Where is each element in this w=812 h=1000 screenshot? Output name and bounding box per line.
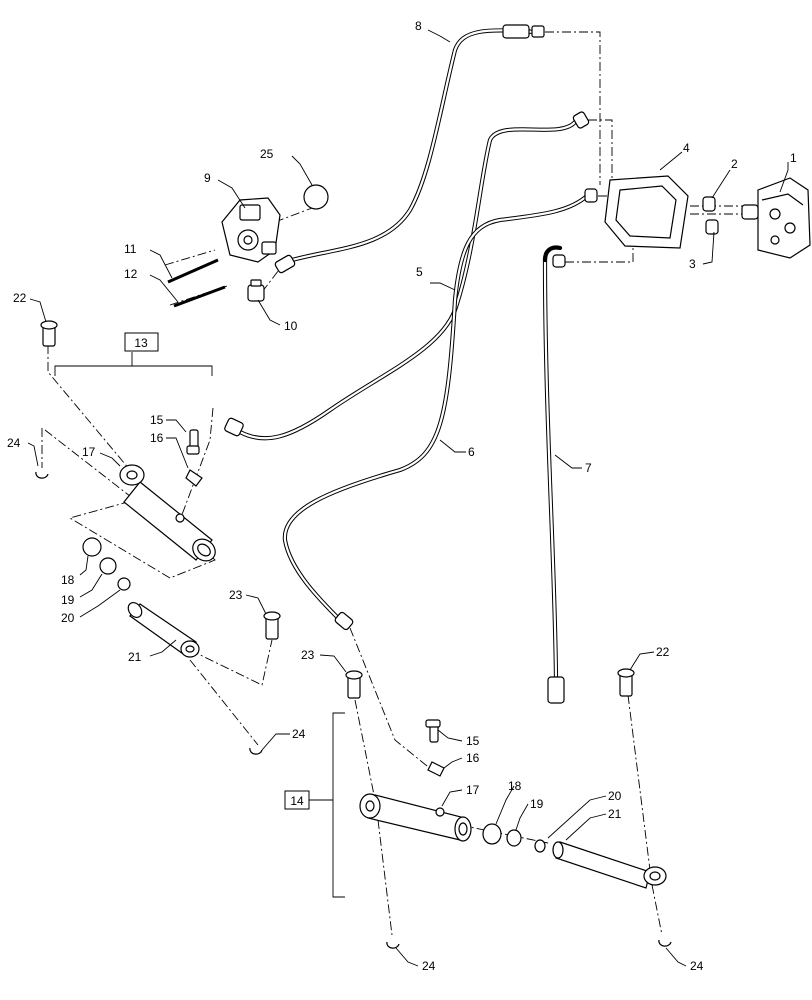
fitting-2 — [702, 196, 716, 212]
label-5: 5 — [416, 265, 423, 279]
label-18a: 18 — [61, 573, 75, 587]
label-3: 3 — [689, 257, 696, 271]
box-14: 14 — [290, 794, 304, 808]
pin-23a — [263, 611, 281, 640]
pin-22a — [40, 320, 58, 347]
label-15b: 15 — [466, 734, 480, 748]
clip-24c — [386, 941, 400, 949]
label-23a: 23 — [229, 588, 243, 602]
label-10: 10 — [284, 319, 298, 333]
washer-16a — [185, 469, 203, 487]
ring-18b — [482, 823, 502, 845]
box-13: 13 — [134, 336, 148, 350]
pump-9 — [221, 197, 281, 263]
bolt-11 — [167, 258, 219, 284]
label-24d: 24 — [690, 959, 704, 973]
label-19a: 19 — [61, 593, 75, 607]
cylinder-barrel-bottom — [359, 793, 472, 842]
label-17b: 17 — [466, 783, 480, 797]
label-20b: 20 — [608, 789, 622, 803]
pin-22b — [617, 668, 635, 697]
group-bracket-14: 14 — [284, 712, 345, 898]
fitting-3 — [705, 219, 719, 235]
ring-19a — [99, 557, 117, 575]
bleed-screw-15a — [186, 429, 200, 455]
callout-labels: 1 2 3 4 5 6 7 8 9 10 11 12 15 16 17 18 1… — [7, 19, 797, 973]
label-4: 4 — [683, 141, 690, 155]
label-21b: 21 — [608, 807, 622, 821]
ring-19b — [506, 829, 522, 847]
hose-8 — [282, 24, 545, 265]
clip-24a — [35, 471, 49, 479]
label-24c: 24 — [422, 959, 436, 973]
tube-5 — [224, 111, 590, 441]
label-8: 8 — [415, 19, 422, 33]
label-22a: 22 — [13, 291, 27, 305]
label-16a: 16 — [150, 431, 164, 445]
bleed-screw-15b — [425, 719, 441, 743]
leader-lines — [27, 29, 789, 967]
label-19b: 19 — [530, 797, 544, 811]
bolt-12 — [173, 285, 226, 308]
washer-16b — [427, 761, 445, 777]
label-20a: 20 — [61, 611, 75, 625]
label-24a: 24 — [7, 436, 21, 450]
label-15a: 15 — [150, 413, 164, 427]
label-17a: 17 — [82, 445, 96, 459]
label-6: 6 — [468, 445, 475, 459]
tube-6 — [282, 188, 598, 631]
ring-20b — [534, 839, 546, 853]
o-ring-25 — [303, 184, 329, 210]
pin-23b — [345, 670, 363, 699]
label-23b: 23 — [301, 648, 315, 662]
ring-18a — [82, 537, 102, 557]
label-25: 25 — [260, 147, 274, 161]
label-11: 11 — [124, 242, 137, 256]
clip-24b — [249, 747, 263, 755]
piston-rod-bottom — [552, 841, 667, 889]
piston-rod-left — [127, 601, 200, 658]
label-9: 9 — [204, 171, 211, 185]
label-24b: 24 — [292, 727, 306, 741]
label-1: 1 — [790, 151, 797, 165]
clip-24d — [658, 939, 672, 947]
label-12: 12 — [124, 267, 138, 281]
label-7: 7 — [585, 461, 592, 475]
centerlines — [41, 31, 760, 936]
fitting-10 — [247, 254, 296, 302]
group-bracket-13: 13 — [54, 332, 213, 376]
hose-7 — [542, 245, 566, 704]
label-2: 2 — [731, 157, 738, 171]
label-16b: 16 — [466, 751, 480, 765]
mounting-plate — [604, 175, 689, 249]
label-22b: 22 — [656, 645, 670, 659]
label-21a: 21 — [128, 650, 142, 664]
valve-block — [741, 177, 811, 259]
label-18b: 18 — [508, 779, 522, 793]
ring-20a — [117, 577, 131, 591]
cylinder-barrel-left — [119, 464, 216, 562]
